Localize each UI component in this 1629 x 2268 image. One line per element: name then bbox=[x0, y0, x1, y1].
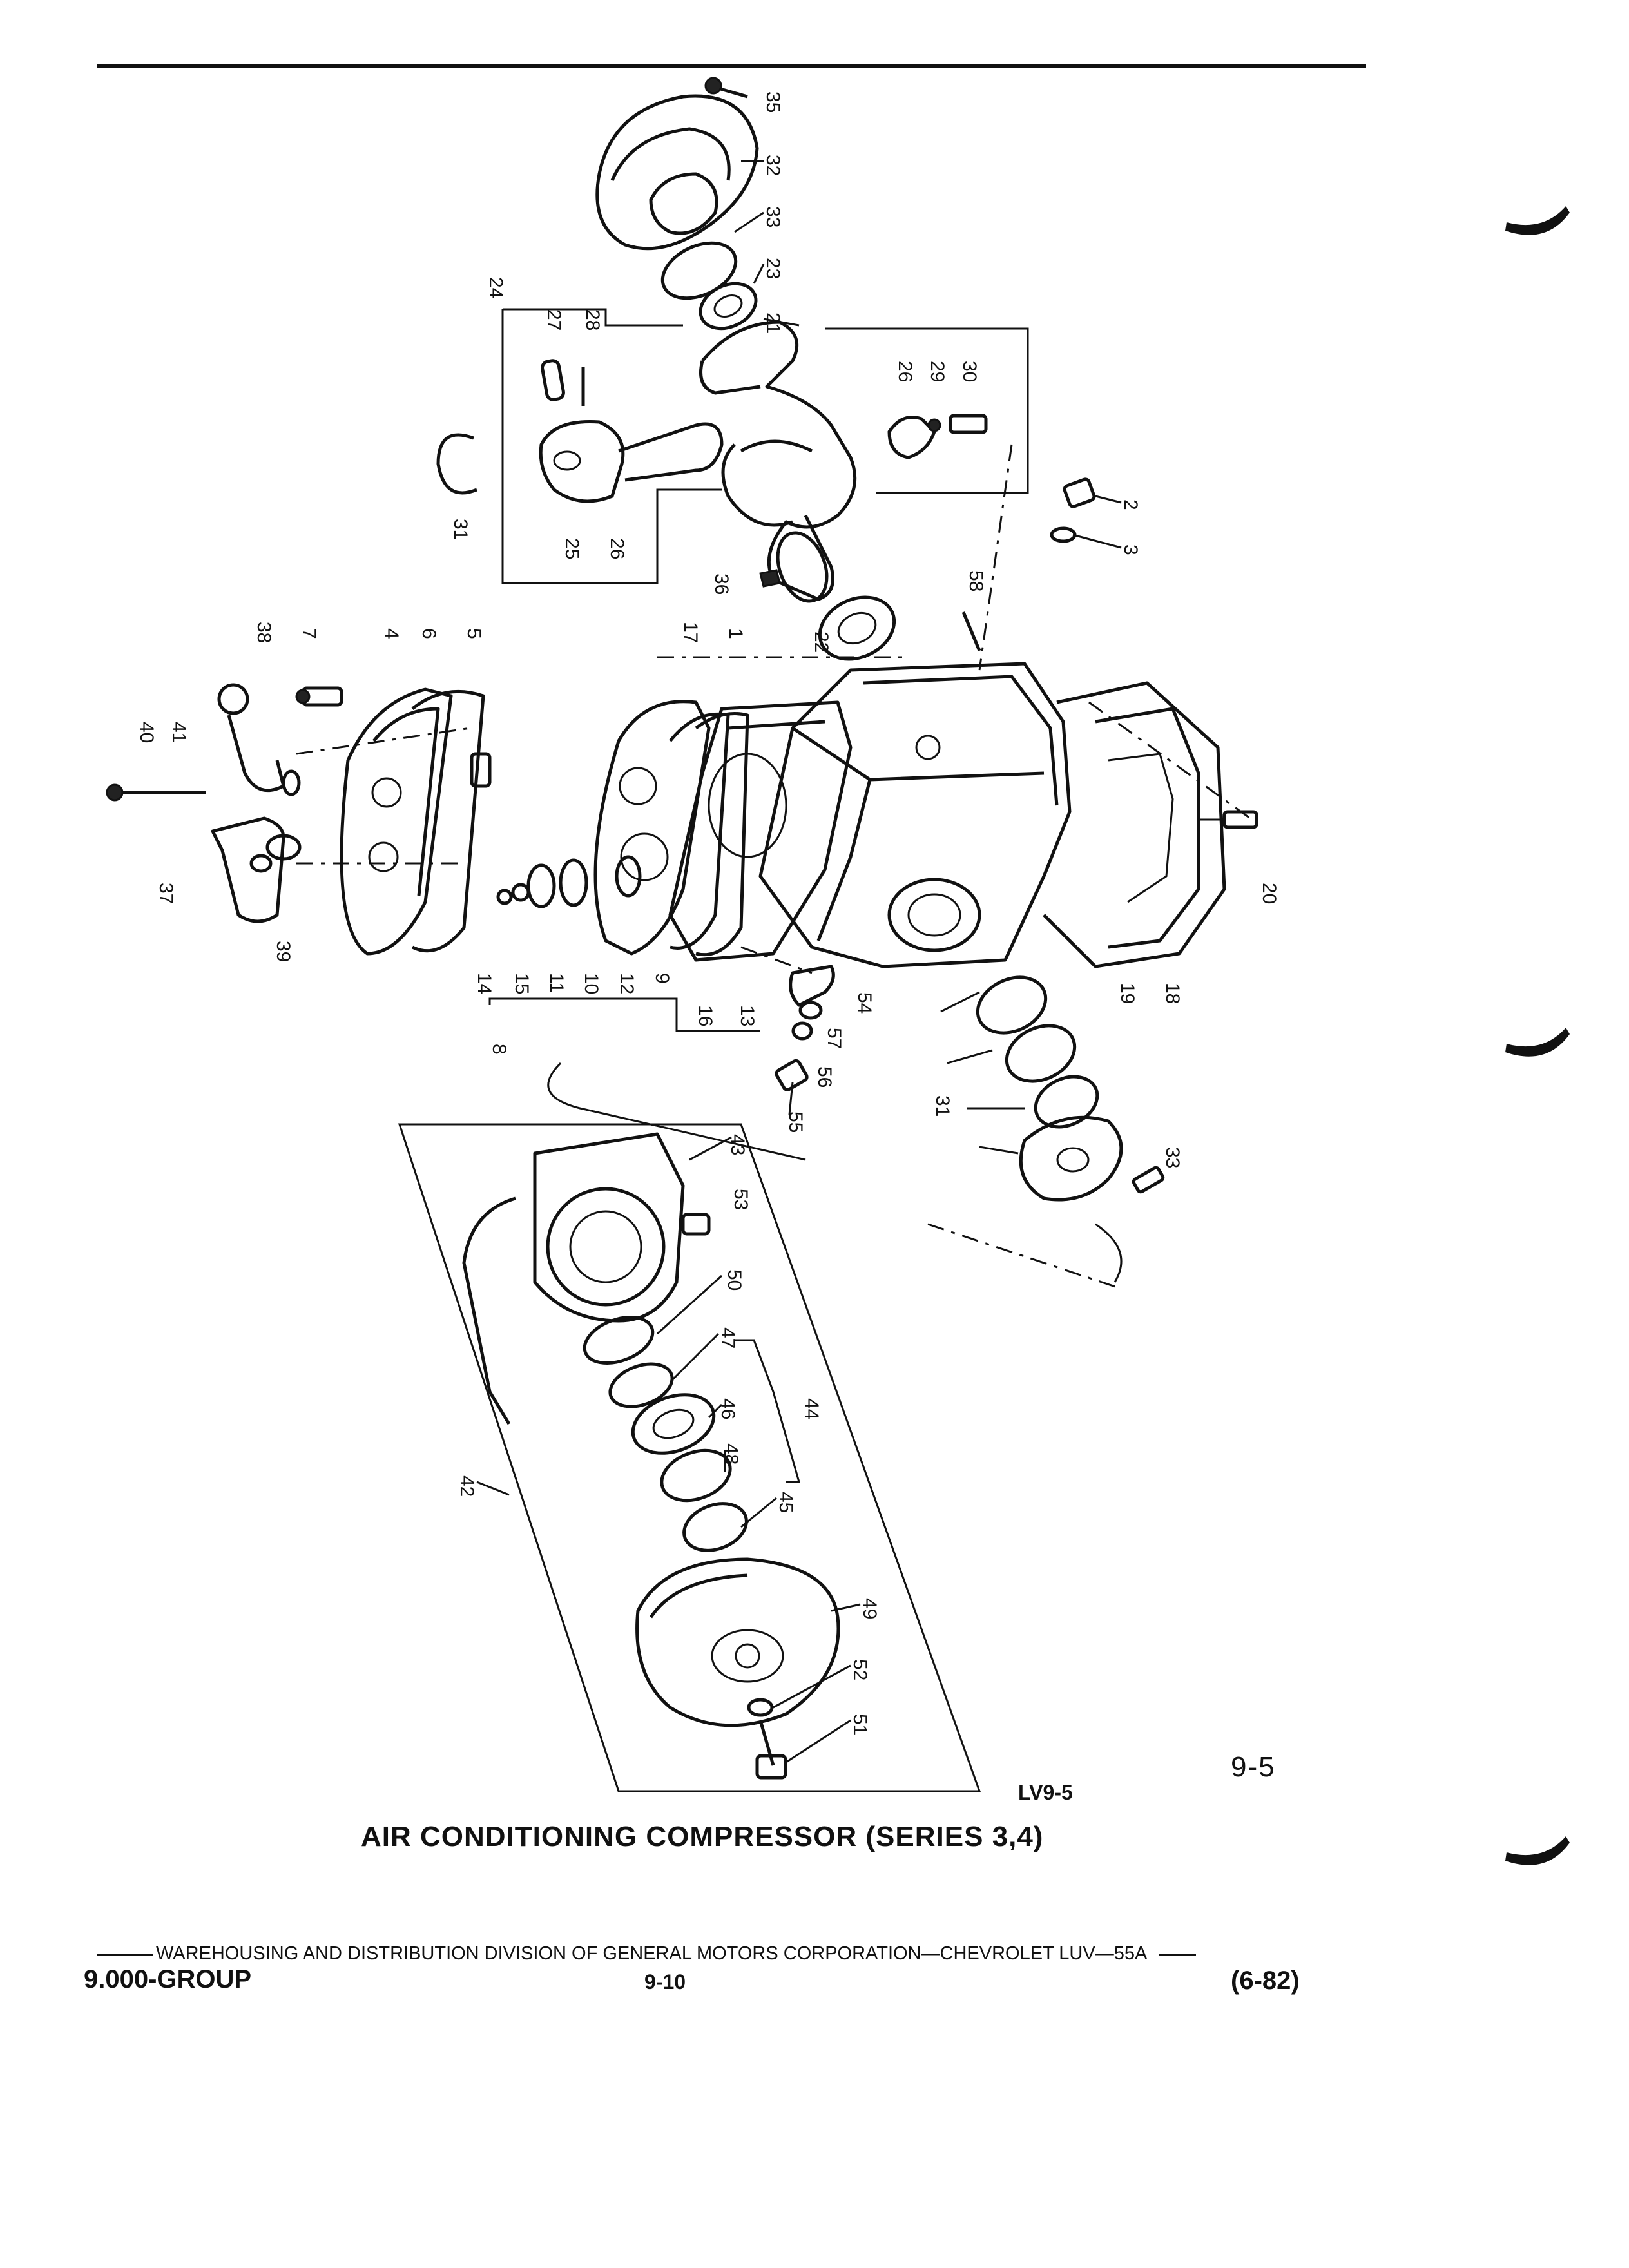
callout-5: 5 bbox=[463, 628, 485, 639]
callout-11: 11 bbox=[546, 973, 567, 993]
drawing-code: LV9-5 bbox=[1018, 1781, 1073, 1804]
callout-10: 10 bbox=[581, 973, 602, 994]
callout-56: 56 bbox=[814, 1066, 835, 1088]
shaft-seal-assembly bbox=[940, 975, 1165, 1202]
callout-2: 2 bbox=[1120, 499, 1141, 510]
crankshaft bbox=[699, 320, 857, 603]
callout-leaders bbox=[476, 160, 1122, 1763]
callout-40: 40 bbox=[136, 722, 157, 743]
footer-dash-lead bbox=[97, 1953, 153, 1956]
callout-49: 49 bbox=[859, 1598, 880, 1619]
binder-hook-icon bbox=[1505, 206, 1570, 235]
clutch-assembly bbox=[398, 1062, 1123, 1792]
callout-36: 35 bbox=[762, 91, 784, 113]
group-id: 9.000-GROUP bbox=[84, 1965, 252, 1994]
callout-14: 14 bbox=[474, 973, 495, 994]
binder-hooks bbox=[1505, 206, 1570, 1865]
callout-3: 3 bbox=[1120, 544, 1141, 555]
stud bbox=[961, 611, 981, 651]
callout-4: 4 bbox=[381, 628, 402, 639]
callout-15: 15 bbox=[511, 973, 532, 994]
callout-34: 32 bbox=[762, 155, 784, 176]
service-manifold bbox=[106, 683, 302, 923]
callout-26b: 26 bbox=[606, 538, 628, 559]
callout-28: 28 bbox=[582, 309, 603, 331]
bottom-gaskets bbox=[1043, 681, 1258, 968]
callout-57: 57 bbox=[824, 1028, 845, 1049]
reed-valve-stack bbox=[496, 855, 642, 908]
callout-19: 19 bbox=[1117, 983, 1138, 1004]
callout-18: 18 bbox=[1162, 983, 1183, 1004]
callout-12: 12 bbox=[616, 973, 637, 994]
callout-51: 51 bbox=[849, 1714, 871, 1735]
footer-dash-trail bbox=[1159, 1953, 1197, 1956]
callout-1: 1 bbox=[725, 628, 746, 639]
callout-16: 16 bbox=[695, 1005, 716, 1026]
callout-47: 47 bbox=[717, 1327, 738, 1349]
callout-21: 21 bbox=[762, 312, 784, 334]
callout-20: 20 bbox=[1258, 883, 1280, 904]
callout-46: 46 bbox=[717, 1398, 738, 1419]
revision-date: (6-82) bbox=[1231, 1966, 1300, 1995]
callout-7: 7 bbox=[298, 628, 320, 639]
callout-39a: 38 bbox=[253, 622, 275, 643]
binder-hook-icon bbox=[1505, 1028, 1570, 1057]
callout-27: 27 bbox=[543, 309, 564, 331]
callout-9: 9 bbox=[651, 973, 673, 984]
callout-17: 17 bbox=[680, 622, 701, 643]
callout-37: 36 bbox=[711, 573, 732, 595]
front-head-assembly bbox=[595, 77, 759, 331]
binder-hook-icon bbox=[1505, 1836, 1570, 1865]
callout-23: 23 bbox=[762, 258, 784, 279]
valve-plates bbox=[593, 700, 749, 957]
rod-cap-assembly bbox=[825, 327, 1029, 494]
callout-25: 25 bbox=[561, 538, 583, 559]
callout-39b: 39 bbox=[273, 941, 294, 962]
callout-29: 29 bbox=[927, 361, 948, 382]
callout-58: 58 bbox=[965, 570, 987, 591]
callout-26a: 26 bbox=[894, 361, 916, 382]
callout-50: 50 bbox=[724, 1269, 745, 1291]
shaft-key-and-bearing bbox=[759, 569, 896, 661]
figure-caption: AIR CONDITIONING COMPRESSOR (SERIES 3,4) bbox=[361, 1821, 1044, 1852]
dashed-leaders bbox=[296, 444, 1251, 1290]
page-number: 9-10 bbox=[644, 1970, 686, 1994]
callout-33: 33 bbox=[1162, 1147, 1183, 1168]
piston-rod-assembly bbox=[436, 308, 724, 584]
callout-22: 22 bbox=[811, 631, 832, 653]
callout-44: 44 bbox=[801, 1398, 822, 1419]
callout-45: 45 bbox=[775, 1492, 796, 1513]
callout-13: 13 bbox=[737, 1005, 758, 1026]
callout-35: 33 bbox=[762, 206, 784, 227]
thermal-switch bbox=[775, 965, 835, 1091]
callout-30: 30 bbox=[959, 361, 980, 382]
callout-55: 55 bbox=[785, 1111, 806, 1133]
footer-publisher-text: WAREHOUSING AND DISTRIBUTION DIVISION OF… bbox=[156, 1943, 1148, 1964]
part-callouts: 35 32 33 23 21 24 27 28 26 29 30 2 3 31 … bbox=[136, 91, 1280, 1735]
callout-53: 53 bbox=[730, 1189, 751, 1210]
page-reference: 9-5 bbox=[1231, 1751, 1276, 1783]
rear-head bbox=[295, 686, 492, 956]
callout-41: 41 bbox=[168, 722, 189, 743]
callout-6: 6 bbox=[418, 628, 439, 639]
callout-31: 31 bbox=[450, 519, 471, 540]
callout-8: 8 bbox=[488, 1044, 510, 1055]
callout-52: 52 bbox=[849, 1659, 871, 1680]
compressor-body bbox=[668, 662, 1072, 968]
callout-48: 48 bbox=[720, 1443, 742, 1465]
callout-54: 54 bbox=[854, 992, 875, 1014]
callout-38: 37 bbox=[155, 883, 177, 904]
callout-42: 42 bbox=[456, 1475, 477, 1497]
callout-24: 24 bbox=[485, 277, 506, 298]
callout-32: 31 bbox=[932, 1095, 953, 1117]
drain-plug bbox=[1050, 477, 1096, 543]
top-rule bbox=[97, 64, 1366, 68]
footer-publisher-line: WAREHOUSING AND DISTRIBUTION DIVISION OF… bbox=[97, 1943, 1321, 1965]
